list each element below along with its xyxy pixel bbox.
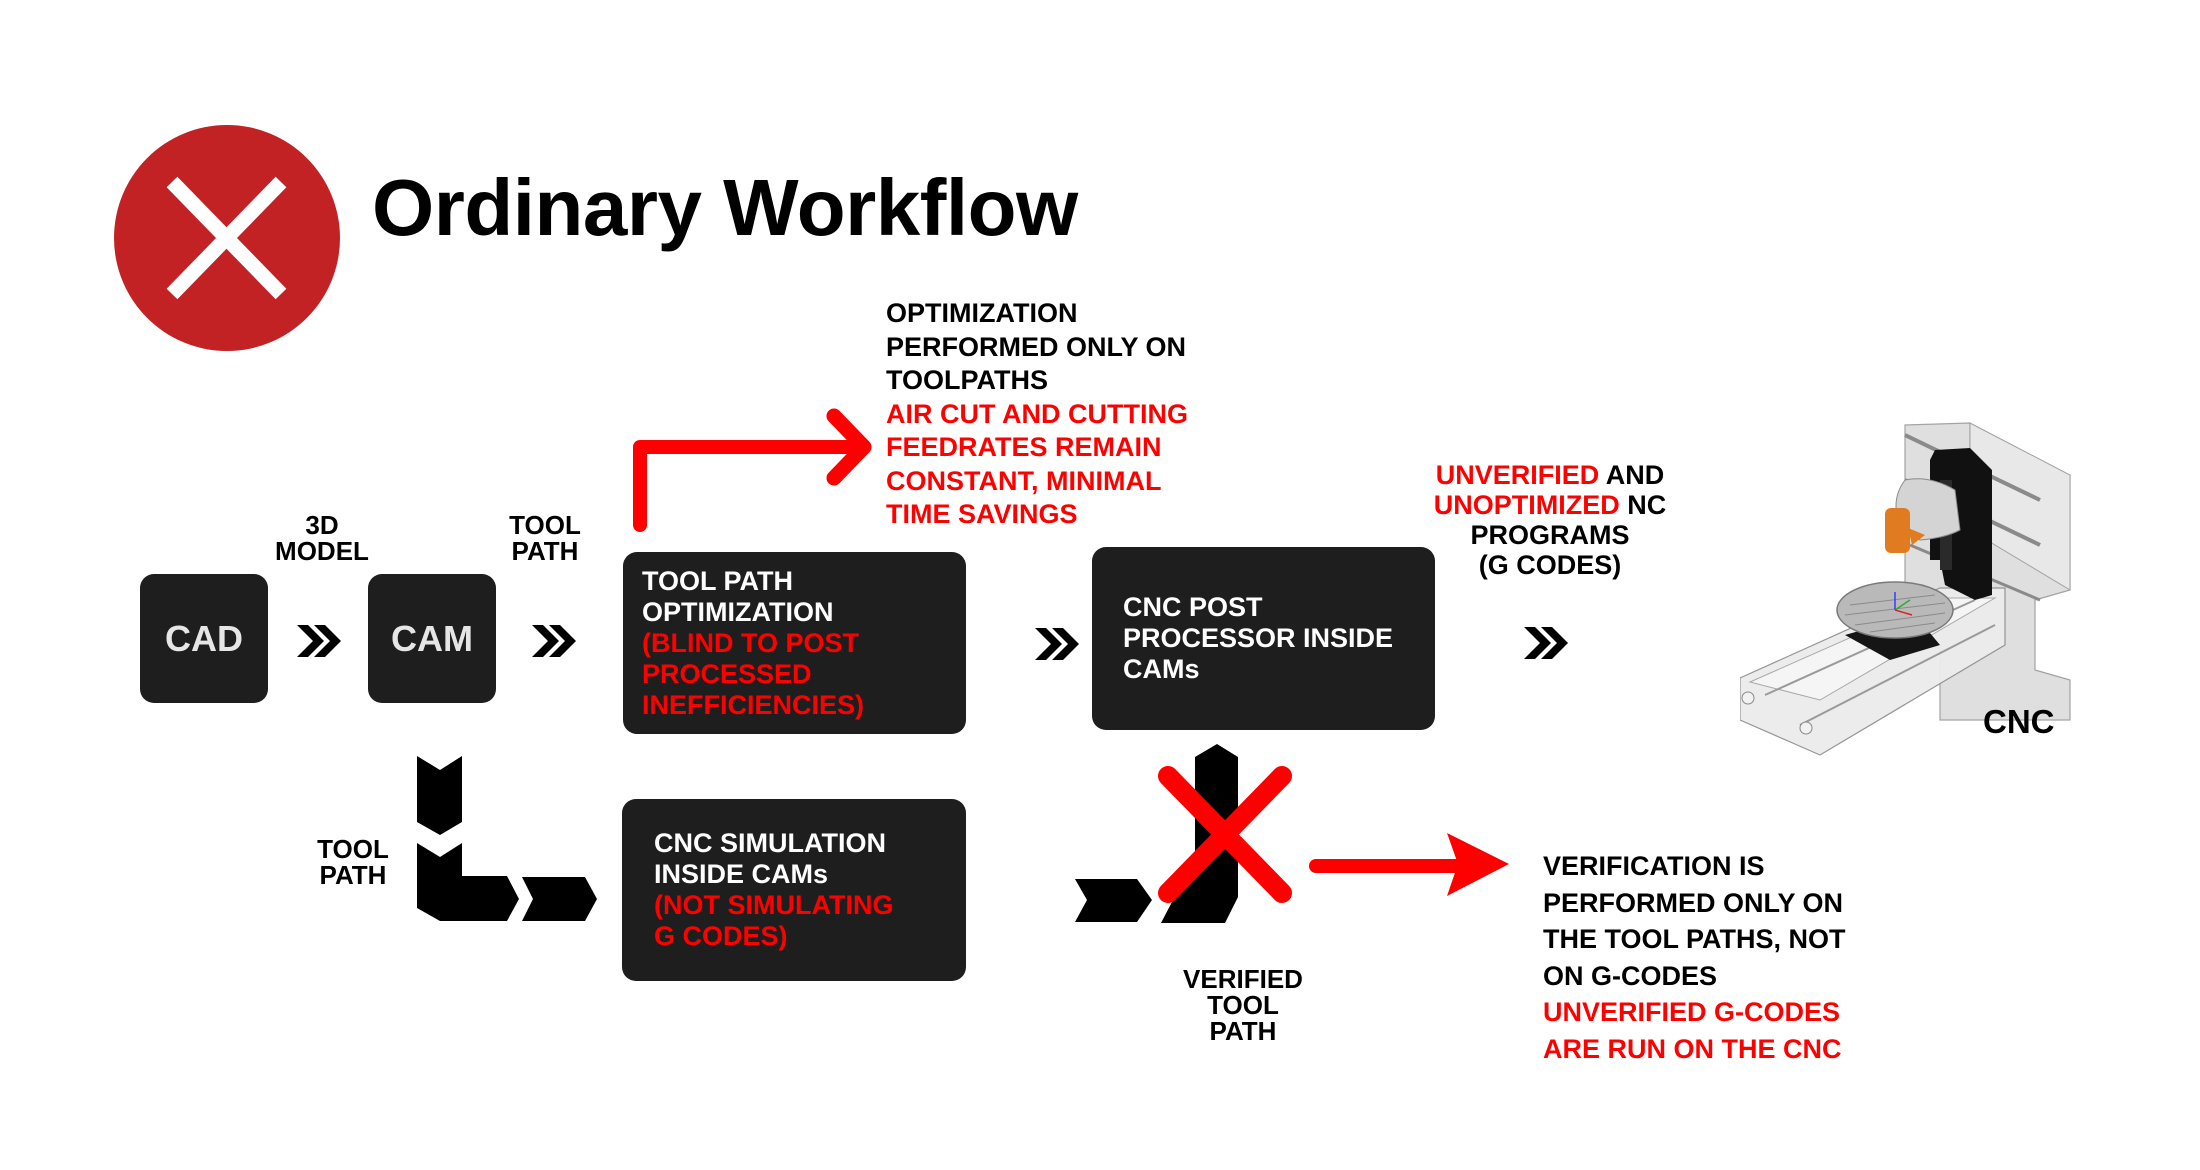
note-warning-line: CONSTANT, MINIMAL xyxy=(886,465,1162,496)
red-arrow-right-icon xyxy=(633,408,872,532)
header: Ordinary Workflow xyxy=(0,0,2200,360)
node-warning-line: INEFFICIENCIES) xyxy=(642,689,865,720)
optimization-node: TOOL PATH OPTIMIZATION (BLIND TO POST PR… xyxy=(623,552,966,734)
note-line: (G CODES) xyxy=(1478,550,1622,580)
label-line: PATH xyxy=(1209,1016,1277,1046)
label-line: 3D xyxy=(305,510,339,540)
note-line: PROGRAMS xyxy=(1470,520,1630,550)
note-line: UNVERIFIED AND xyxy=(1420,460,1680,490)
node-warning-line: PROCESSED xyxy=(642,658,812,689)
node-warning-line: G CODES) xyxy=(654,921,788,951)
up-bent-arrow-shape xyxy=(1161,744,1238,923)
note-word: NC xyxy=(1619,490,1667,520)
node-line: PROCESSOR INSIDE xyxy=(1123,623,1394,653)
optimization-note: OPTIMIZATION PERFORMED ONLY ON TOOLPATHS… xyxy=(886,297,1188,532)
cad-label: CAD xyxy=(165,617,243,659)
note-warning-line: ARE RUN ON THE CNC xyxy=(1543,1033,1842,1064)
note-warning-word: UNVERIFIED xyxy=(1435,460,1600,490)
note-word: AND xyxy=(1599,460,1665,490)
node-warning-line: (BLIND TO POST xyxy=(642,627,860,658)
cad-node: CAD xyxy=(140,574,268,703)
note-line: ON G-CODES xyxy=(1543,960,1718,991)
page-title: Ordinary Workflow xyxy=(372,163,1078,252)
double-chevron-right-icon xyxy=(1524,627,1568,659)
node-line: CAMs xyxy=(1123,654,1200,684)
right-chevron-shape xyxy=(1075,879,1152,922)
bent-arrow-shape xyxy=(417,843,519,921)
close-circle-icon xyxy=(114,125,340,351)
double-chevron-right-icon xyxy=(297,625,341,657)
node-line: INSIDE CAMs xyxy=(654,859,829,889)
note-line: PERFORMED ONLY ON xyxy=(886,331,1187,362)
cnc-label: CNC xyxy=(1983,703,2055,740)
label-line: VERIFIED xyxy=(1183,964,1303,994)
note-line: THE TOOL PATHS, NOT xyxy=(1543,924,1846,954)
note-line: UNOPTIMIZED NC xyxy=(1420,490,1680,520)
cam-node: CAM xyxy=(368,574,496,703)
note-line: TOOLPATHS xyxy=(886,365,1048,395)
cam-label: CAM xyxy=(391,617,473,659)
note-line: VERIFICATION IS xyxy=(1543,851,1765,881)
note-warning-word: UNOPTIMIZED xyxy=(1433,490,1620,520)
label-line: MODEL xyxy=(275,536,369,566)
label-line: PATH xyxy=(511,536,579,566)
red-arrow-right-icon xyxy=(1309,833,1509,896)
note-warning-line: UNVERIFIED G-CODES xyxy=(1543,997,1841,1027)
node-line: CNC POST xyxy=(1123,592,1263,622)
label-3d-model: 3D MODEL xyxy=(262,512,382,564)
node-line: OPTIMIZATION xyxy=(642,596,834,627)
note-warning-line: AIR CUT AND CUTTING xyxy=(886,398,1188,429)
right-chevron-shape xyxy=(522,877,597,921)
note-warning-line: FEEDRATES REMAIN xyxy=(886,432,1162,462)
label-verified-tool-path: VERIFIED TOOL PATH xyxy=(1168,966,1318,1044)
red-x-icon xyxy=(1158,766,1292,903)
label-line: TOOL xyxy=(317,834,389,864)
node-warning-line: (NOT SIMULATING xyxy=(654,890,894,920)
note-line: OPTIMIZATION xyxy=(886,298,1078,328)
label-tool-path-left: TOOL PATH xyxy=(303,836,403,888)
double-chevron-right-icon xyxy=(1035,628,1079,660)
label-line: PATH xyxy=(319,860,387,890)
label-tool-path-top: TOOL PATH xyxy=(495,512,595,564)
note-line: PERFORMED ONLY ON xyxy=(1543,887,1844,918)
label-line: TOOL xyxy=(509,510,581,540)
programs-note: UNVERIFIED AND UNOPTIMIZED NC PROGRAMS (… xyxy=(1420,460,1680,580)
down-chevron-shape xyxy=(417,756,462,835)
node-line: TOOL PATH xyxy=(642,565,794,596)
double-chevron-right-icon xyxy=(532,625,576,657)
note-warning-line: TIME SAVINGS xyxy=(886,499,1078,529)
node-line: CNC SIMULATION xyxy=(654,828,886,858)
post-processor-node: CNC POST PROCESSOR INSIDE CAMs xyxy=(1092,547,1435,730)
label-line: TOOL xyxy=(1207,990,1279,1020)
verification-note: VERIFICATION IS PERFORMED ONLY ON THE TO… xyxy=(1543,848,1846,1067)
cnc-machine-illustration xyxy=(1740,422,2071,756)
simulation-node: CNC SIMULATION INSIDE CAMs (NOT SIMULATI… xyxy=(622,799,966,981)
